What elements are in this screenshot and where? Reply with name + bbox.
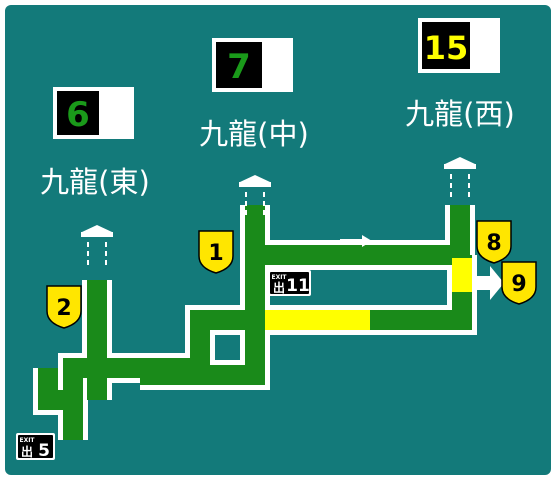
route-marker-8: 8 [476, 220, 512, 264]
exit-5-plate: EXIT 出 5 [16, 433, 55, 461]
exit-glyph: 出 [21, 444, 33, 459]
time-box-west: 15 分鐘 [418, 18, 500, 73]
exit-11-plate: EXIT 出 11 [268, 270, 311, 296]
time-unit-central: 分鐘 [268, 77, 288, 90]
destination-name-west: 九龍(西) [405, 97, 515, 131]
exit-number: 5 [38, 441, 50, 461]
exit-label: EXIT [271, 274, 287, 281]
road-loop-west [38, 368, 73, 410]
route-marker-1: 1 [198, 230, 234, 274]
time-unit-east: 分鐘 [107, 123, 127, 136]
arrow-right-icon [340, 235, 372, 247]
road-network [33, 205, 477, 440]
route-marker-2: 2 [46, 285, 82, 329]
destination-name-east: 九龍(東) [40, 165, 150, 199]
time-value-central: 7 [227, 47, 251, 87]
time-value-east: 6 [66, 95, 90, 135]
destination-name-central: 九龍(中) [199, 117, 309, 151]
exit-number: 11 [286, 276, 310, 296]
exit-glyph: 出 [273, 280, 285, 295]
time-box-central: 7 分鐘 [212, 38, 293, 92]
route-marker-9: 9 [501, 261, 537, 305]
svg-text:9: 9 [511, 272, 526, 297]
exit-arrow-icon [474, 266, 504, 300]
time-unit-west: 分鐘 [475, 58, 495, 71]
exit-label: EXIT [19, 437, 35, 444]
time-box-east: 6 分鐘 [53, 87, 134, 139]
time-value-west: 15 [424, 29, 469, 67]
svg-text:1: 1 [208, 241, 223, 266]
svg-text:2: 2 [56, 296, 71, 321]
svg-text:8: 8 [486, 231, 501, 256]
